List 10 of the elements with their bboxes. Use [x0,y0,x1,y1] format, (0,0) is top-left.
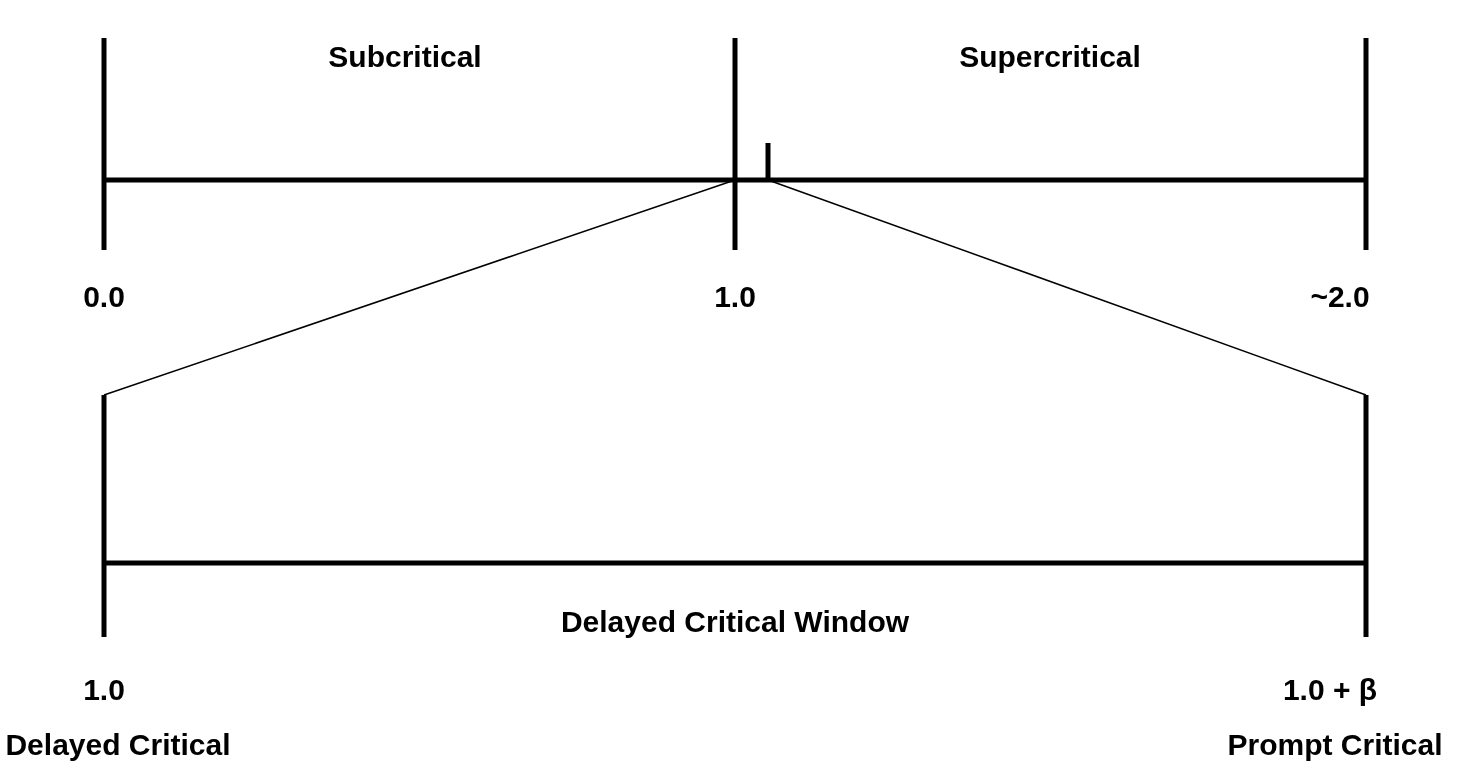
tick-label: ~2.0 [1310,279,1370,315]
tick-label: 0.0 [83,279,125,315]
endpoint-label: Delayed Critical [5,727,231,763]
window-label: Delayed Critical Window [560,604,910,640]
tick-label: 1.0 [83,672,125,708]
region-label: Subcritical [328,39,482,75]
region-label: Supercritical [959,39,1141,75]
endpoint-label: Prompt Critical [1227,727,1443,763]
tick-label: 1.0 + β [1282,672,1378,708]
tick-label: 1.0 [714,279,756,315]
